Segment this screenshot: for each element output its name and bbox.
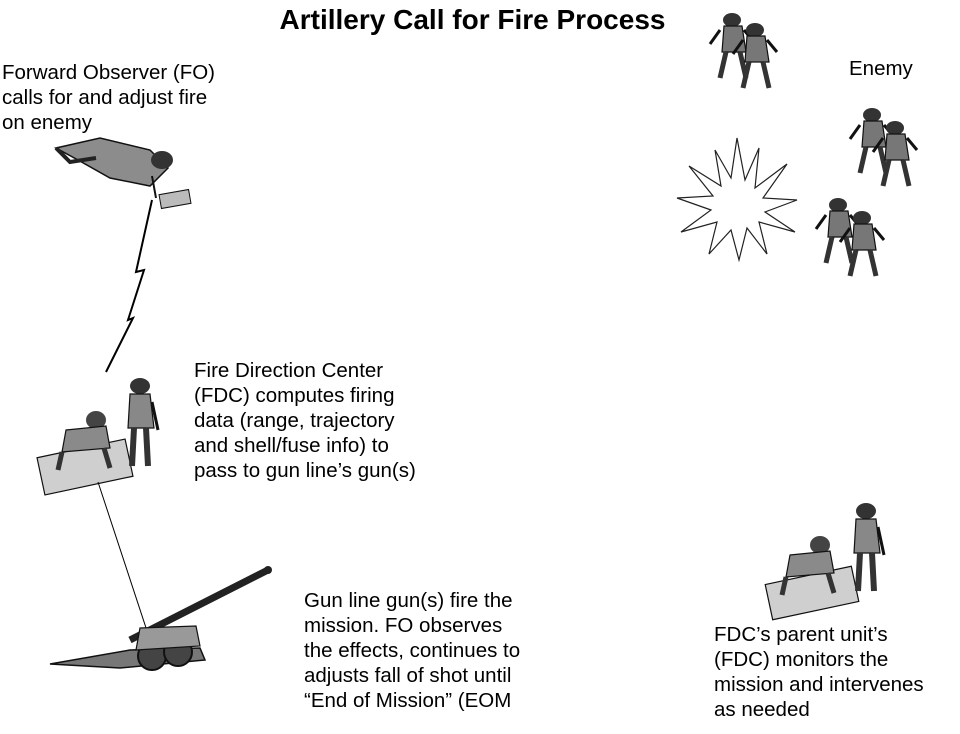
explosion-burst: [676, 137, 798, 263]
gun-line-text: Gun line gun(s) fire the mission. FO obs…: [304, 589, 521, 712]
parent-unit-text: FDC’s parent unit’s (FDC) monitors the m…: [714, 623, 924, 721]
forward-observer-figure: [53, 137, 192, 210]
diagram-title: Artillery Call for Fire Process: [279, 4, 666, 35]
howitzer-figure: [49, 566, 272, 671]
radio-signal-bolt: [105, 199, 153, 373]
parent-fdc-soldiers-figure: [764, 503, 884, 621]
forward-observer-text: Forward Observer (FO) calls for and adju…: [2, 61, 215, 134]
enemy-label: Enemy: [849, 57, 913, 80]
fdc-text: Fire Direction Center (FDC) computes fir…: [194, 359, 416, 482]
fdc-soldiers-figure: [36, 378, 158, 496]
fdc-to-gun-line: [97, 481, 151, 641]
